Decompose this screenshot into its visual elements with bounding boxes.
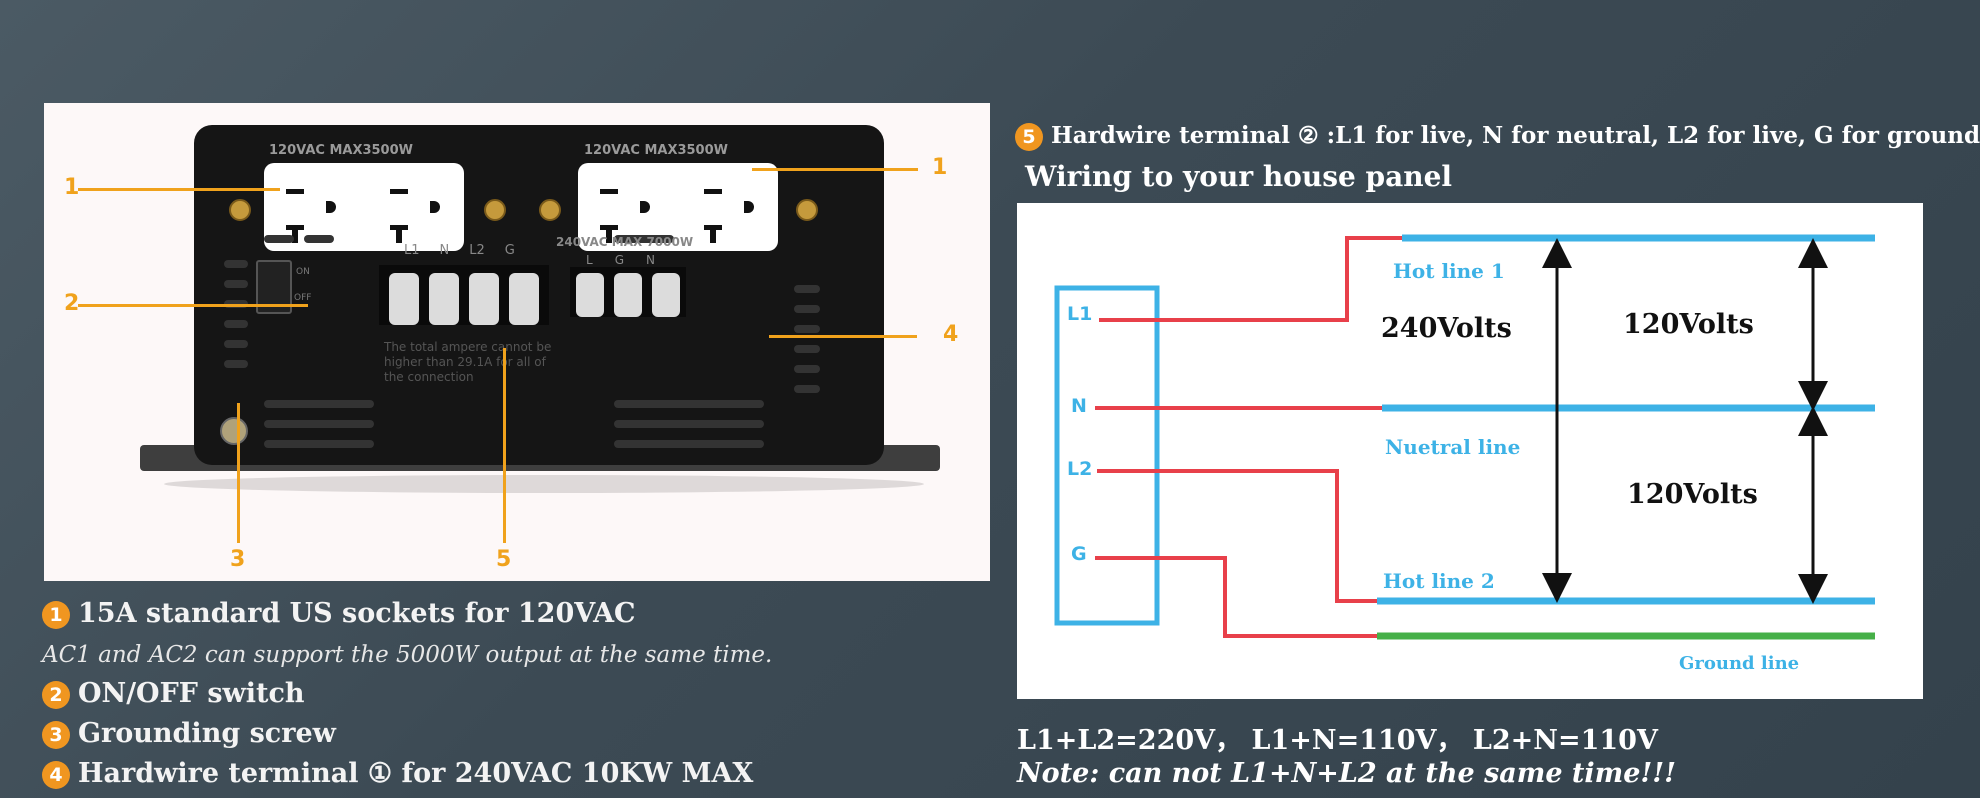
terminal-box [1054, 285, 1160, 626]
hardwire-label: 240VAC MAX 7000W [556, 235, 694, 249]
feature-1-note: AC1 and AC2 can support the 5000W output… [42, 642, 773, 668]
voltage-120-bottom-label: 120Volts [1627, 479, 1758, 510]
switch-on-label: ON [296, 267, 310, 277]
number-badge: 1 [42, 600, 70, 629]
wire-l1 [1099, 236, 1402, 322]
label-g: G [1071, 543, 1087, 565]
number-badge: 2 [42, 680, 70, 709]
label-l1: L1 [1067, 303, 1093, 325]
callout-line [78, 188, 280, 191]
inverter-photo: 120VAC MAX3500W 120VAC MAX3500W [44, 103, 990, 581]
callout-line [78, 304, 308, 307]
voltage-equation: L1+L2=220V， L1+N=110V， L2+N=110V [1017, 725, 1658, 756]
warning-note: Note: can not L1+N+L2 at the same time!!… [1017, 758, 1676, 789]
voltage-120-top-label: 120Volts [1623, 309, 1754, 340]
callout-line [503, 348, 506, 543]
screw [539, 199, 561, 221]
wire-l2 [1097, 469, 1377, 603]
ground-line-label: Ground line [1679, 653, 1800, 674]
screw [229, 199, 251, 221]
warning-text: The total ampere cannot be higher than 2… [384, 340, 552, 384]
number-badge: 3 [42, 720, 70, 749]
callout-3: 3 [230, 547, 246, 572]
terminal-block [379, 265, 549, 325]
wiring-diagram-svg [1054, 234, 1875, 640]
number-badge: 4 [42, 760, 70, 789]
switch-off-label: OFF [294, 293, 312, 303]
inverter-body: 120VAC MAX3500W 120VAC MAX3500W [194, 125, 884, 465]
outlet-left-label: 120VAC MAX3500W [269, 143, 413, 158]
grounding-screw [220, 417, 248, 445]
wiring-title: Wiring to your house panel [1025, 160, 1453, 193]
label-l2: L2 [1067, 458, 1093, 480]
callout-5: 5 [496, 547, 512, 572]
neutral-line-label: Nuetral line [1385, 435, 1521, 459]
hot-line-2-label: Hot line 2 [1383, 569, 1495, 593]
callout-4: 4 [943, 322, 959, 347]
callout-1-left: 1 [64, 175, 80, 200]
wiring-diagram: L1 N L2 G Hot line 1 Nuetral line Hot li… [1017, 203, 1923, 699]
hardwire-terminal-block [570, 267, 686, 317]
callout-line [752, 168, 918, 171]
outlet-right-label: 120VAC MAX3500W [584, 143, 728, 158]
number-badge: 5 [1015, 123, 1043, 151]
screw [796, 199, 818, 221]
inverter-shadow [164, 475, 924, 493]
label-n: N [1071, 395, 1087, 417]
wire-g [1095, 556, 1377, 638]
hot-line-1-label: Hot line 1 [1393, 259, 1505, 283]
voltage-240-label: 240Volts [1381, 313, 1512, 344]
outlet-right [578, 163, 778, 251]
outlet-left [264, 163, 464, 251]
callout-2: 2 [64, 291, 80, 316]
screw [484, 199, 506, 221]
callout-line [769, 335, 917, 338]
callout-line [237, 403, 240, 543]
callout-1-right: 1 [932, 155, 948, 180]
